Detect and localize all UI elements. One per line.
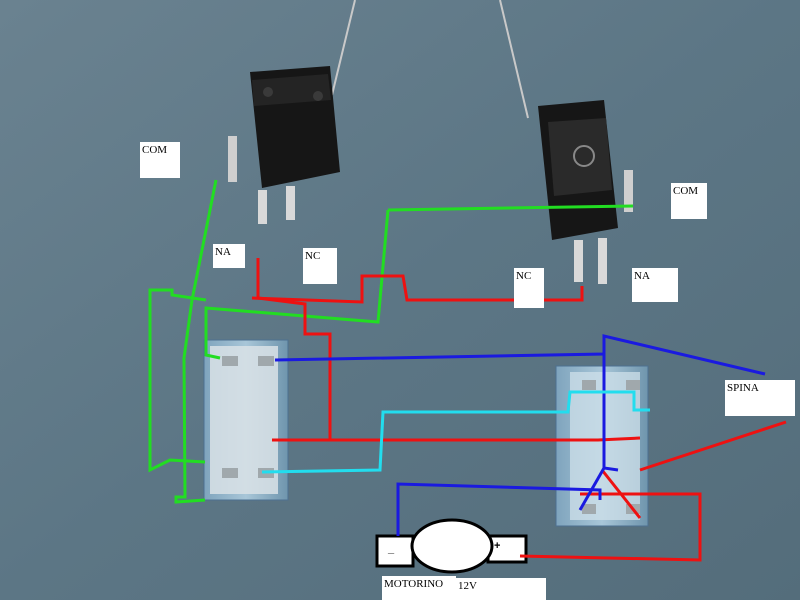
label-com-right: COM [671, 183, 707, 219]
left-microswitch-icon [228, 66, 340, 224]
green-wire-com-link [204, 209, 390, 360]
left-relay-icon [203, 339, 289, 501]
right-nc-terminal [574, 240, 583, 282]
red-wires [251, 258, 787, 562]
label-na-left: NA [213, 244, 245, 268]
red-wire-left-na [256, 258, 332, 440]
right-lever-wire [499, 0, 529, 119]
green-wire-right-com [387, 204, 634, 212]
right-com-terminal [624, 170, 633, 212]
right-microswitch-icon [538, 100, 633, 284]
green-wire-left-com [174, 179, 218, 504]
left-lever-wire [331, 0, 356, 96]
cyan-wire [261, 390, 650, 474]
label-com-left: COM [140, 142, 180, 178]
label-voltage: 12V [456, 578, 546, 600]
label-motorino: MOTORINO [382, 576, 456, 600]
label-na-right: NA [632, 268, 678, 302]
label-spina: SPINA [725, 380, 795, 416]
blue-wire-motor-minus [396, 482, 602, 536]
red-wire-motor-plus [519, 492, 702, 562]
motor-minus-label: _ [388, 543, 395, 555]
red-wire-nc-bridge [251, 274, 584, 304]
motor-plus-label: + [494, 540, 501, 552]
left-com-terminal [228, 136, 237, 182]
blue-wire-spina [274, 334, 766, 376]
red-wire-spina [639, 420, 787, 472]
green-wires [148, 179, 634, 504]
red-wire-cross [600, 469, 642, 519]
green-wire-loop [148, 288, 207, 473]
label-nc-left: NC [303, 248, 337, 284]
left-nc-terminal [286, 186, 295, 220]
right-na-terminal [598, 238, 607, 284]
left-na-terminal [258, 190, 267, 224]
cyan-wires [261, 390, 650, 474]
right-relay-icon [555, 365, 649, 527]
motor-icon [375, 518, 528, 574]
label-nc-right: NC [514, 268, 544, 308]
